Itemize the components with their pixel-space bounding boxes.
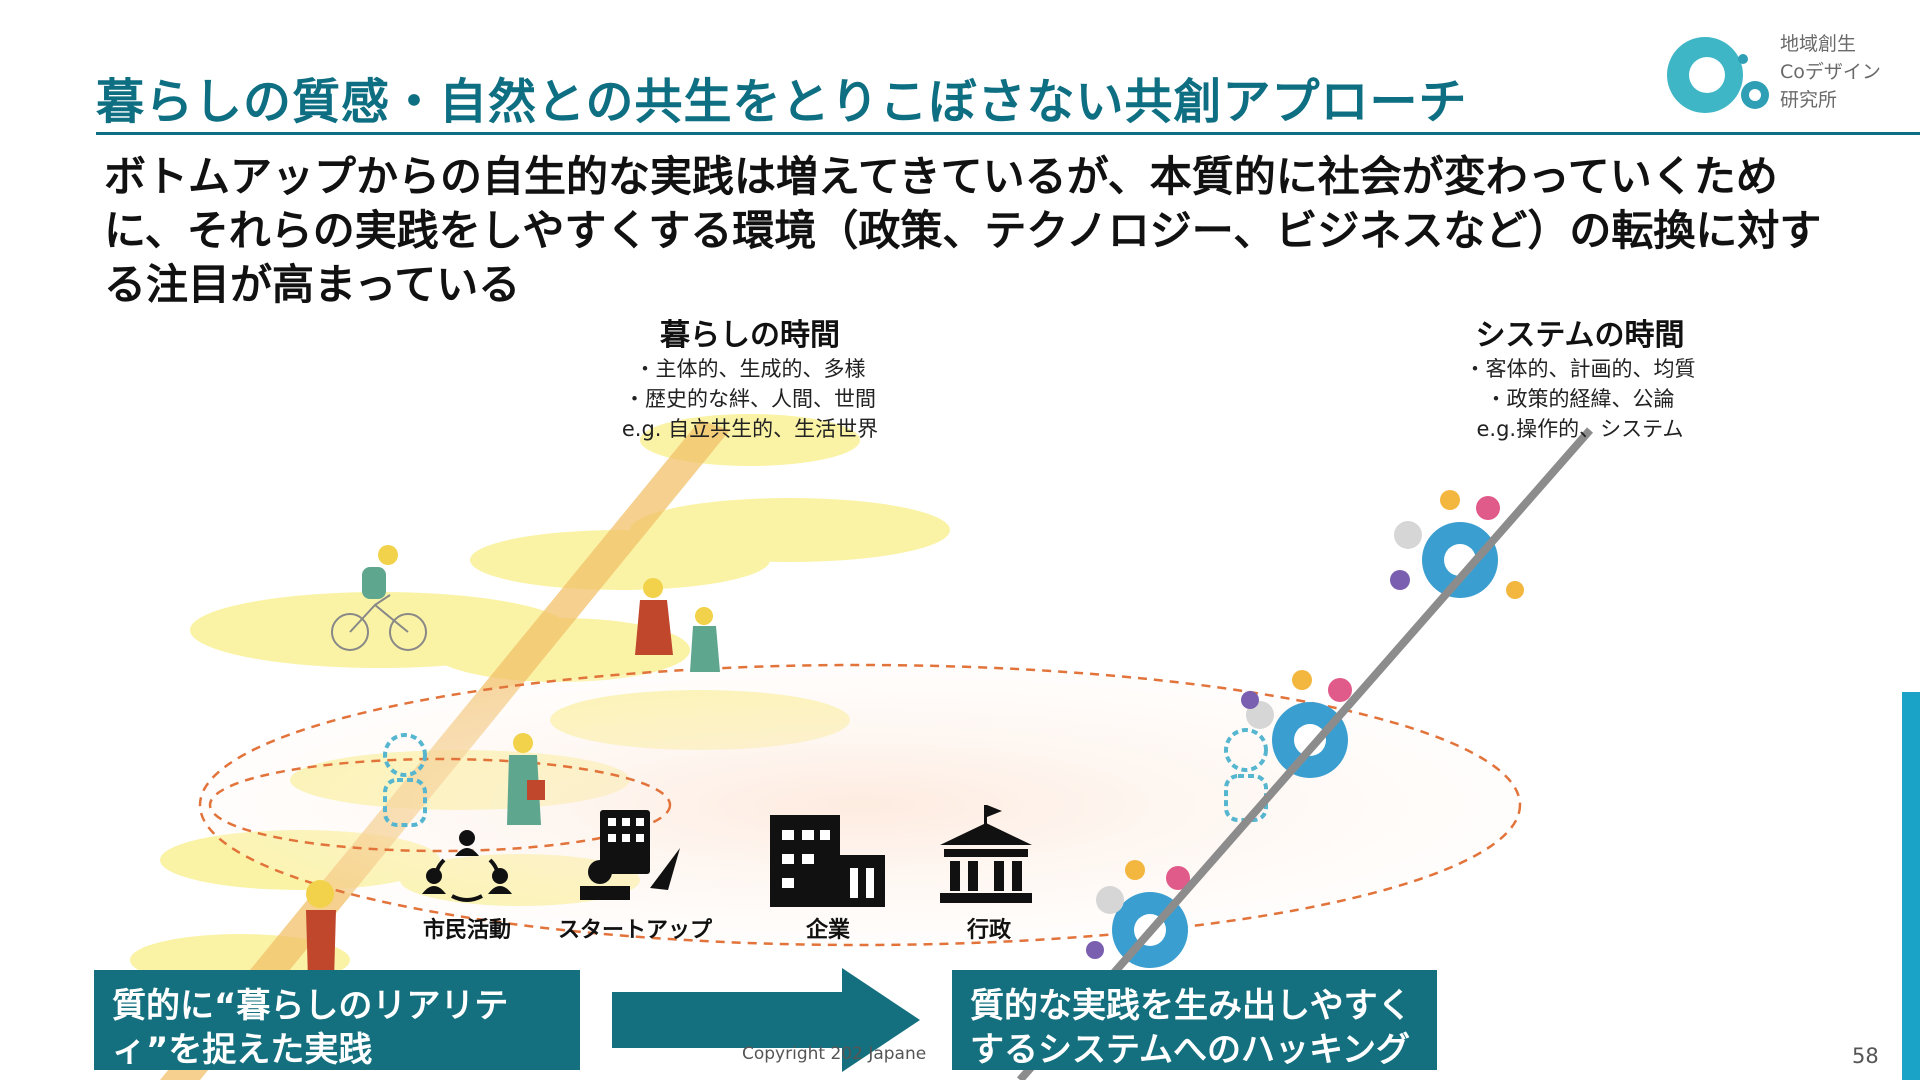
actor-label-citizen: 市民活動 bbox=[382, 912, 552, 944]
actor-label-startup: スタートアップ bbox=[550, 912, 720, 944]
system-time-title: システムの時間 bbox=[1400, 310, 1760, 354]
life-time-column: 暮らしの時間 ・主体的、生成的、多様 ・歴史的な絆、人間、世間 e.g. 自立共… bbox=[560, 310, 940, 444]
system-time-column: システムの時間 ・客体的、計画的、均質 ・政策的経緯、公論 e.g.操作的、シス… bbox=[1400, 310, 1760, 444]
life-time-line-2: ・歴史的な絆、人間、世間 bbox=[560, 384, 940, 414]
practice-box: 質的に“暮らしのリアリティ”を捉えた実践 bbox=[94, 970, 580, 1070]
life-time-line-1: ・主体的、生成的、多様 bbox=[560, 354, 940, 384]
life-time-title: 暮らしの時間 bbox=[560, 310, 940, 354]
accent-side-bar bbox=[1902, 692, 1920, 1080]
logo-line-3: 研究所 bbox=[1780, 86, 1881, 114]
headline: ボトムアップからの自生的な実践は増えてきているが、本質的に社会が変わっていくため… bbox=[104, 150, 1844, 312]
walker-teal bbox=[690, 607, 720, 672]
logo-line-1: 地域創生 bbox=[1780, 30, 1881, 58]
title-underline bbox=[96, 132, 1920, 135]
page-number: 58 bbox=[1852, 1044, 1879, 1068]
slide-title: 暮らしの質感・自然との共生をとりこぼさない共創アプローチ bbox=[96, 62, 1468, 132]
system-time-line-1: ・客体的、計画的、均質 bbox=[1400, 354, 1760, 384]
system-time-line-3: e.g.操作的、システム bbox=[1400, 414, 1760, 444]
actor-label-government: 行政 bbox=[904, 912, 1074, 944]
walker-bottom-red bbox=[306, 880, 336, 980]
logo-line-2: Coデザイン bbox=[1780, 58, 1881, 86]
actor-label-company: 企業 bbox=[743, 912, 913, 944]
system-time-line-2: ・政策的経緯、公論 bbox=[1400, 384, 1760, 414]
institute-name: 地域創生 Coデザイン 研究所 bbox=[1780, 30, 1881, 114]
life-time-line-3: e.g. 自立共生的、生活世界 bbox=[560, 414, 940, 444]
copyright-text: Copyright 202 Japane bbox=[742, 1044, 926, 1064]
system-hacking-box: 質的な実践を生み出しやすくするシステムへのハッキング bbox=[952, 970, 1437, 1070]
